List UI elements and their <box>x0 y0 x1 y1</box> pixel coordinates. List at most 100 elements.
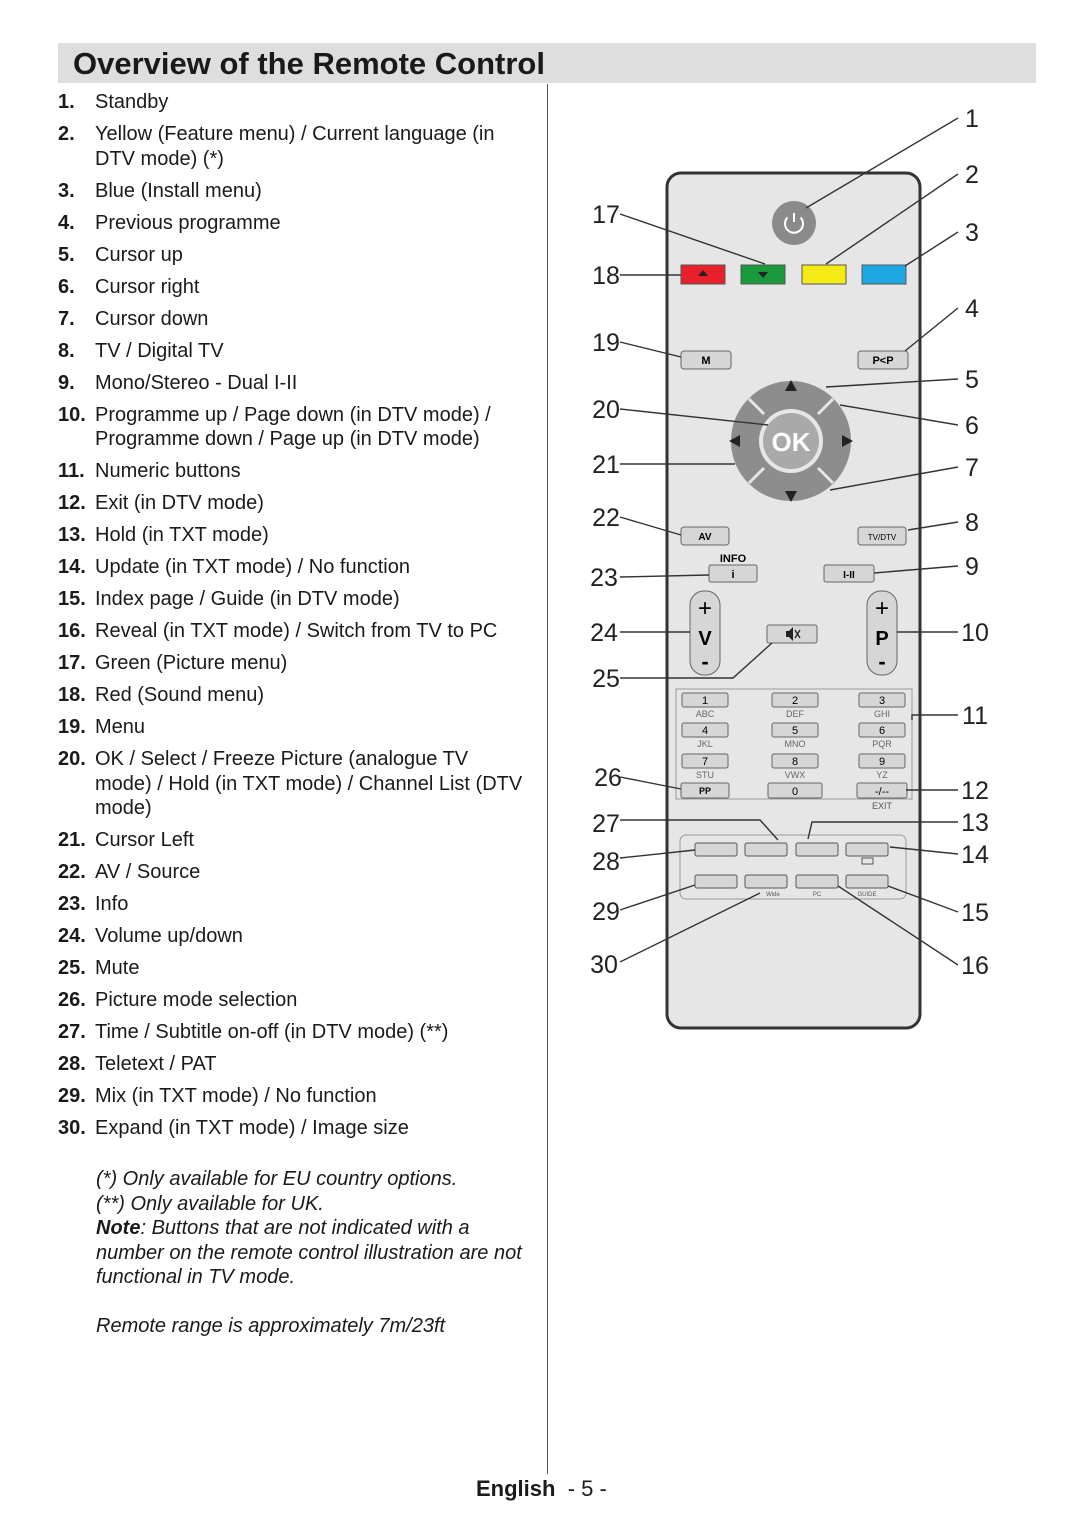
callout-label: 26 <box>594 764 622 792</box>
swap-label: P<P <box>872 355 893 367</box>
callout-label: 29 <box>592 898 620 926</box>
title-bar: Overview of the Remote Control <box>58 43 1036 83</box>
hold-indicator-icon <box>861 857 874 865</box>
note-text: : Buttons that are not indicated with a … <box>96 1217 522 1289</box>
callout-label: 3 <box>965 219 979 247</box>
callout-label: 8 <box>965 509 979 537</box>
yellow-button <box>801 264 847 285</box>
callout-label: 13 <box>961 809 989 837</box>
picture-mode-button <box>744 842 788 857</box>
digit-7-letters: STU <box>696 770 714 780</box>
ok-label: OK <box>772 427 811 457</box>
digit-5-letters: MNO <box>785 739 806 749</box>
digit-0-button <box>767 782 823 799</box>
arrow-down-icon <box>758 272 768 278</box>
callout-label: 21 <box>592 451 620 479</box>
callout-label: 10 <box>961 619 989 647</box>
arrow-down-icon <box>785 491 797 502</box>
callout-label: 23 <box>590 564 618 592</box>
callout-label: 19 <box>592 329 620 357</box>
list-item: 25.Mute <box>58 957 140 979</box>
power-icon <box>784 213 804 234</box>
programme-rocker <box>866 590 898 676</box>
list-item: 19.Menu <box>58 716 146 738</box>
tv-dtv-label: TV/DTV <box>868 533 897 542</box>
info-label: i <box>731 569 734 581</box>
digit-2-label: 2 <box>792 695 798 707</box>
digit-8-button <box>771 753 819 769</box>
digit-9-label: 9 <box>879 756 885 768</box>
list-item: 14.Update (in TXT mode) / No function <box>58 556 410 578</box>
digit-8-label: 8 <box>792 756 798 768</box>
list-item: 6.Cursor right <box>58 275 200 298</box>
teletext-panel <box>679 834 907 900</box>
digit-6-label: 6 <box>879 725 885 737</box>
digit-3-label: 3 <box>879 695 885 707</box>
callout-label: 18 <box>592 262 620 290</box>
digit-0-label: 0 <box>792 786 798 798</box>
list-item: 27.Time / Subtitle on-off (in DTV mode) … <box>58 1021 449 1043</box>
list-item: 12.Exit (in DTV mode) <box>58 492 264 514</box>
callout-label: 28 <box>592 848 620 876</box>
digit-3-button <box>858 692 906 708</box>
list-item: 16.Reveal (in TXT mode) / Switch from TV… <box>58 620 498 642</box>
list-item: 2.Yellow (Feature menu) / Current langua… <box>58 123 495 170</box>
digit-9-letters: YZ <box>876 770 888 780</box>
blue-button <box>861 264 907 285</box>
digit-1-label: 1 <box>702 695 708 707</box>
programme-plus-label: + <box>875 595 889 622</box>
list-item: 15.Index page / Guide (in DTV mode) <box>58 588 400 610</box>
callout-label: 7 <box>965 454 979 482</box>
list-item: 5.Cursor up <box>58 243 183 266</box>
list-item: 1.Standby <box>58 91 169 113</box>
list-item: 13.Hold (in TXT mode) <box>58 524 269 546</box>
callout-label: 1 <box>965 105 979 133</box>
menu-button <box>680 350 732 370</box>
standby-button <box>772 201 816 245</box>
pp-label: PP <box>699 786 711 796</box>
teletext-button <box>694 842 738 857</box>
pc-label: PC <box>813 892 822 898</box>
list-item: 21.Cursor Left <box>58 829 194 851</box>
callout-label: 30 <box>590 951 618 979</box>
list-item: 28.Teletext / PAT <box>58 1053 217 1075</box>
list-item: 22.AV / Source <box>58 861 201 883</box>
digit-6-button <box>858 722 906 738</box>
list-item: 17.Green (Picture menu) <box>58 652 288 674</box>
info-caption: INFO <box>720 553 747 565</box>
volume-label: V <box>698 628 712 650</box>
arrow-up-icon <box>785 380 797 391</box>
swap-button <box>857 350 909 370</box>
callout-label: 22 <box>592 504 620 532</box>
time-subtitle-button <box>795 842 839 857</box>
volume-rocker <box>689 590 721 676</box>
page-number: - 5 - <box>567 1476 607 1501</box>
info-button <box>708 564 758 583</box>
digit-4-label: 4 <box>702 725 708 737</box>
dash-label: -/-- <box>875 786 889 798</box>
callout-label: 15 <box>961 899 989 927</box>
callout-label: 16 <box>961 952 989 980</box>
expand-button <box>744 874 788 889</box>
exit-label: EXIT <box>872 801 893 811</box>
guide-label: GUIDE <box>857 892 876 898</box>
mono-stereo-button <box>823 564 875 583</box>
list-item: 9.Mono/Stereo - Dual I-II <box>58 371 298 394</box>
av-label: AV <box>698 532 711 543</box>
callout-label: 25 <box>592 665 620 693</box>
navigation-pad: OK <box>729 380 853 502</box>
digit-5-button <box>771 722 819 738</box>
digit-4-button <box>681 722 729 738</box>
list-item: 7.Cursor down <box>58 307 209 330</box>
menu-label: M <box>701 355 710 367</box>
arrow-up-icon <box>698 270 708 276</box>
digit-1-button <box>681 692 729 708</box>
wide-label: Wide <box>766 892 780 898</box>
tv-dtv-button <box>857 526 907 546</box>
hold-button <box>845 842 889 857</box>
mute-icon <box>786 627 801 641</box>
programme-label: P <box>875 628 888 650</box>
digit-8-letters: VWX <box>785 770 806 780</box>
